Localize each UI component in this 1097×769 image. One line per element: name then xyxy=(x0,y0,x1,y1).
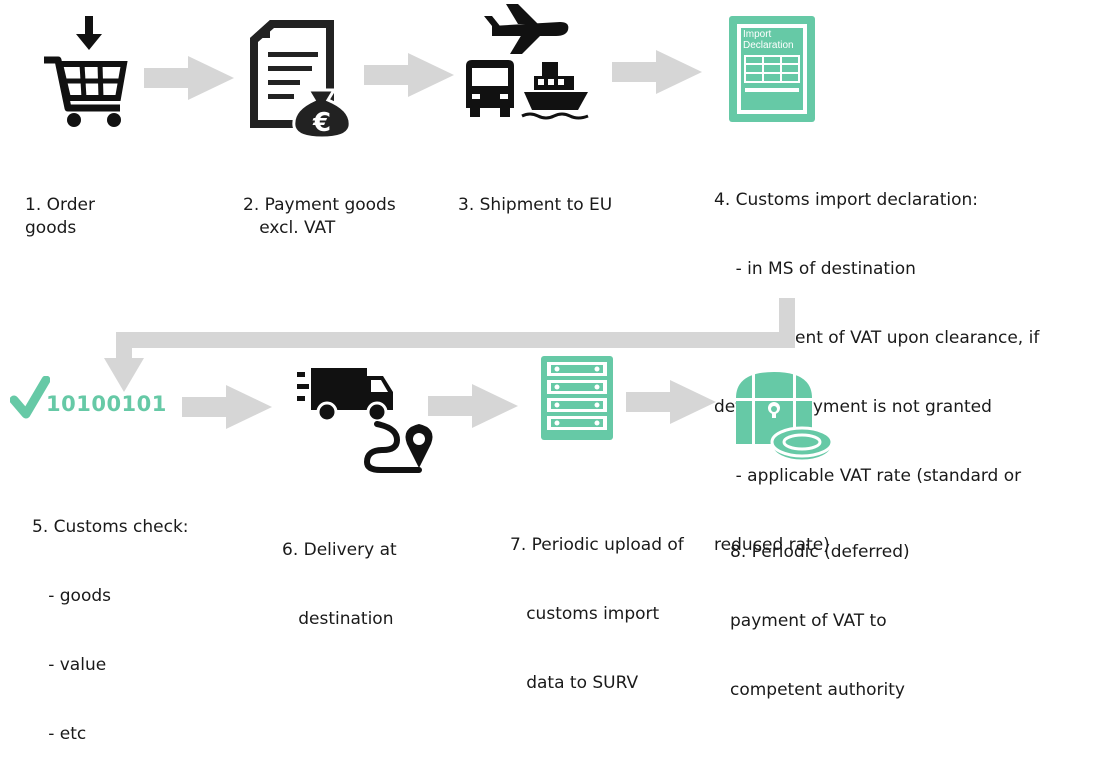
treasure-chest-coin-icon xyxy=(736,372,834,463)
server-icon xyxy=(541,356,613,440)
flow-arrow xyxy=(428,384,518,428)
delivery-van-route-icon xyxy=(297,368,433,473)
invoice-euro-icon: € xyxy=(250,20,352,138)
step-3-label: 3. Shipment to EU xyxy=(458,195,613,215)
step-5-label: 5. Customs check: - goods - value - etc xyxy=(32,517,189,744)
import-declaration-icon-text: Import Declaration xyxy=(743,29,794,51)
flow-arrow xyxy=(144,56,234,100)
return-connector-arrow xyxy=(104,298,795,392)
checkmark-binary-icon: 10100101 xyxy=(10,376,170,426)
flow-arrow xyxy=(182,385,272,429)
step-6-label: 6. Delivery at destination xyxy=(282,540,397,629)
step-7-label: 7. Periodic upload of customs import dat… xyxy=(510,535,684,693)
binary-code-text: 10100101 xyxy=(46,392,167,416)
plane-truck-ship-icon xyxy=(466,4,589,120)
shopping-cart-icon xyxy=(44,16,128,127)
flow-arrow xyxy=(364,53,454,97)
flow-arrow xyxy=(612,50,702,94)
step-8-label: 8. Periodic (deferred) payment of VAT to… xyxy=(730,542,910,700)
step-2-label: 2. Payment goods excl. VAT xyxy=(243,195,396,238)
import-declaration-icon: Import Declaration xyxy=(729,16,815,122)
flow-arrow xyxy=(626,380,716,424)
svg-text:€: € xyxy=(312,108,331,138)
